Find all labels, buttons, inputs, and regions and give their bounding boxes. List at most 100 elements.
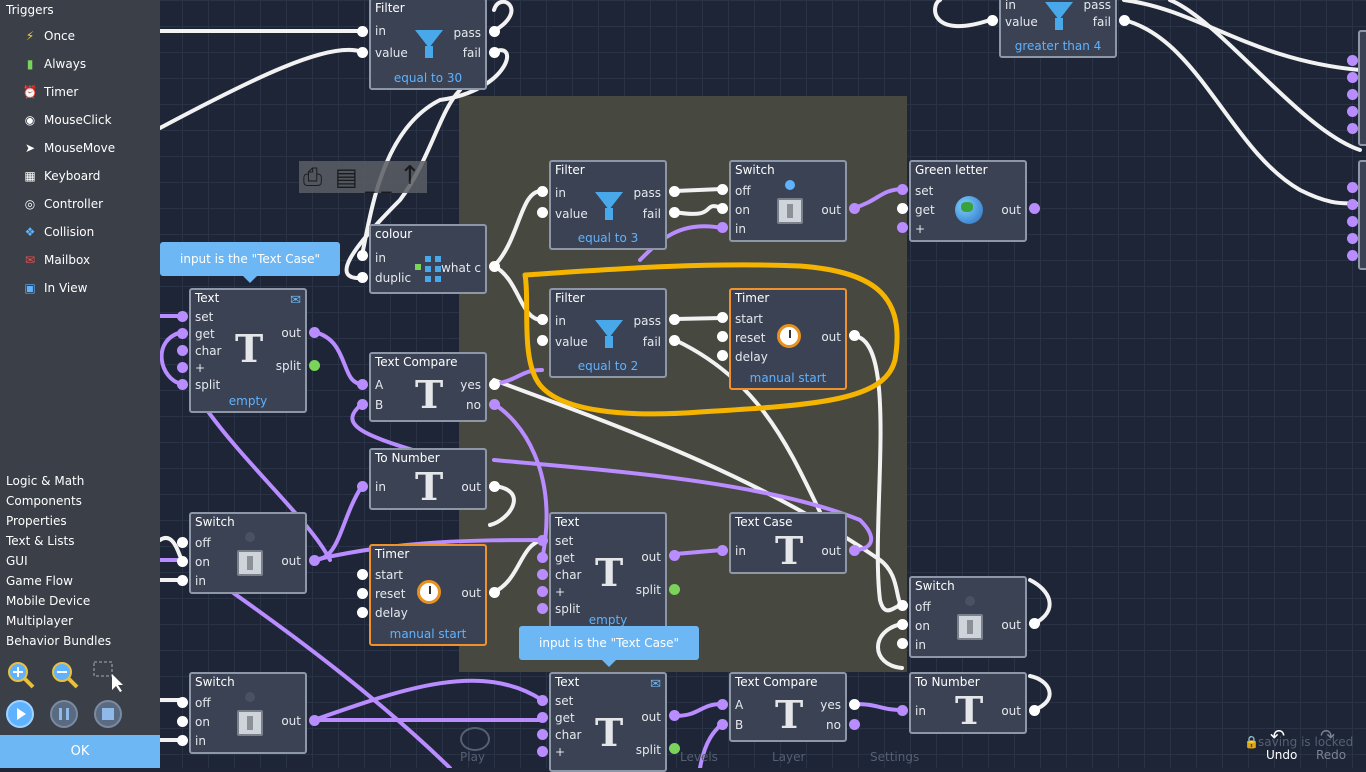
port-dot[interactable]: [357, 272, 368, 283]
category-mobile-device[interactable]: Mobile Device: [6, 594, 91, 608]
port-dot[interactable]: [669, 584, 680, 595]
port-dot[interactable]: [537, 746, 548, 757]
port-dot[interactable]: [537, 207, 548, 218]
ok-button[interactable]: OK: [0, 735, 160, 768]
port-dot[interactable]: [717, 719, 728, 730]
trigger-mousemove[interactable]: ➤MouseMove: [22, 141, 115, 161]
port-dot[interactable]: [537, 335, 548, 346]
trigger-in-view[interactable]: ▣In View: [22, 281, 87, 301]
filter-node-equal-3[interactable]: Filter in value pass fail equal to 3: [549, 160, 667, 250]
port-dot[interactable]: [177, 362, 188, 373]
port-dot[interactable]: [849, 719, 860, 730]
port-dot[interactable]: [309, 360, 320, 371]
switch-node-left-2[interactable]: Switch off on in out: [189, 672, 307, 754]
play-icon[interactable]: [460, 727, 490, 751]
port-dot[interactable]: [897, 705, 908, 716]
undo-button[interactable]: Undo: [1266, 748, 1298, 762]
category-properties[interactable]: Properties: [6, 514, 67, 528]
port-dot[interactable]: [1029, 705, 1040, 716]
trigger-controller[interactable]: ◎Controller: [22, 197, 103, 217]
category-logic-math[interactable]: Logic & Math: [6, 474, 85, 488]
port-dot[interactable]: [717, 331, 728, 342]
port-dot[interactable]: [1347, 106, 1358, 117]
port-dot[interactable]: [1347, 182, 1358, 193]
category-behavior-bundles[interactable]: Behavior Bundles: [6, 634, 112, 648]
trigger-keyboard[interactable]: ▦Keyboard: [22, 169, 100, 189]
port-dot[interactable]: [669, 335, 680, 346]
colour-node[interactable]: colour in duplic what c: [369, 224, 487, 294]
port-dot[interactable]: [669, 186, 680, 197]
port-dot[interactable]: [177, 716, 188, 727]
port-dot[interactable]: [897, 203, 908, 214]
port-dot[interactable]: [177, 575, 188, 586]
category-gui[interactable]: GUI: [6, 554, 28, 568]
timer-node-highlighted[interactable]: Timer start reset delay out manual start: [729, 288, 847, 390]
category-components[interactable]: Components: [6, 494, 82, 508]
green-letter-node[interactable]: Green letter set get + out: [909, 160, 1027, 242]
port-dot[interactable]: [177, 537, 188, 548]
port-dot[interactable]: [717, 312, 728, 323]
port-dot[interactable]: [717, 184, 728, 195]
port-dot[interactable]: [717, 545, 728, 556]
text-compare-node-2[interactable]: Text Compare A B yes no T: [729, 672, 847, 742]
port-dot[interactable]: [987, 15, 998, 26]
nav-play-label[interactable]: Play: [460, 750, 486, 764]
filter-node-equal-2[interactable]: Filter in value pass fail equal to 2: [549, 288, 667, 378]
port-dot[interactable]: [1347, 233, 1358, 244]
switch-node-right[interactable]: Switch off on in out: [909, 576, 1027, 658]
filter-node-greater-than-4[interactable]: in value pass fail greater than 4: [999, 0, 1117, 58]
port-dot[interactable]: [849, 203, 860, 214]
port-dot[interactable]: [357, 26, 368, 37]
switch-node-left-1[interactable]: Switch off on in out: [189, 512, 307, 594]
port-dot[interactable]: [357, 481, 368, 492]
port-dot[interactable]: [897, 184, 908, 195]
port-dot[interactable]: [897, 638, 908, 649]
port-dot[interactable]: [1119, 15, 1130, 26]
text-node-middle[interactable]: Text set get char + split out split T em…: [549, 512, 667, 632]
port-dot[interactable]: [537, 569, 548, 580]
port-dot[interactable]: [717, 203, 728, 214]
port-dot[interactable]: [897, 222, 908, 233]
switch-node-top[interactable]: Switch off on in out: [729, 160, 847, 242]
port-dot[interactable]: [489, 379, 500, 390]
port-dot[interactable]: [357, 379, 368, 390]
port-dot[interactable]: [537, 535, 548, 546]
port-dot[interactable]: [669, 550, 680, 561]
to-number-node-2[interactable]: To Number in out T: [909, 672, 1027, 734]
port-dot[interactable]: [309, 715, 320, 726]
port-dot[interactable]: [177, 697, 188, 708]
text-node-bottom[interactable]: Text ✉ set get char + out split T: [549, 672, 667, 772]
port-dot[interactable]: [717, 699, 728, 710]
port-dot[interactable]: [537, 314, 548, 325]
pause-button[interactable]: [50, 700, 78, 728]
category-multiplayer[interactable]: Multiplayer: [6, 614, 74, 628]
port-dot[interactable]: [489, 587, 500, 598]
port-dot[interactable]: [1347, 250, 1358, 261]
trigger-mailbox[interactable]: ✉Mailbox: [22, 253, 90, 273]
port-dot[interactable]: [489, 26, 500, 37]
text-case-node[interactable]: Text Case in out T: [729, 512, 847, 574]
port-dot[interactable]: [489, 481, 500, 492]
port-dot[interactable]: [537, 712, 548, 723]
offscreen-node-2[interactable]: [1358, 160, 1366, 270]
port-dot[interactable]: [1347, 89, 1358, 100]
port-dot[interactable]: [849, 699, 860, 710]
port-dot[interactable]: [537, 586, 548, 597]
port-dot[interactable]: [177, 345, 188, 356]
port-dot[interactable]: [1347, 199, 1358, 210]
port-dot[interactable]: [177, 556, 188, 567]
stop-button[interactable]: [94, 700, 122, 728]
trigger-mouseclick[interactable]: ◉MouseClick: [22, 113, 112, 133]
port-dot[interactable]: [357, 399, 368, 410]
nav-layer-label[interactable]: Layer: [772, 750, 806, 764]
port-dot[interactable]: [537, 186, 548, 197]
port-dot[interactable]: [1347, 55, 1358, 66]
port-dot[interactable]: [177, 328, 188, 339]
offscreen-node-1[interactable]: [1358, 30, 1366, 146]
port-dot[interactable]: [1347, 72, 1358, 83]
zoom-in-icon[interactable]: [6, 660, 35, 689]
trigger-always[interactable]: ▮Always: [22, 57, 86, 77]
port-dot[interactable]: [1029, 203, 1040, 214]
port-dot[interactable]: [897, 619, 908, 630]
port-dot[interactable]: [849, 330, 860, 341]
